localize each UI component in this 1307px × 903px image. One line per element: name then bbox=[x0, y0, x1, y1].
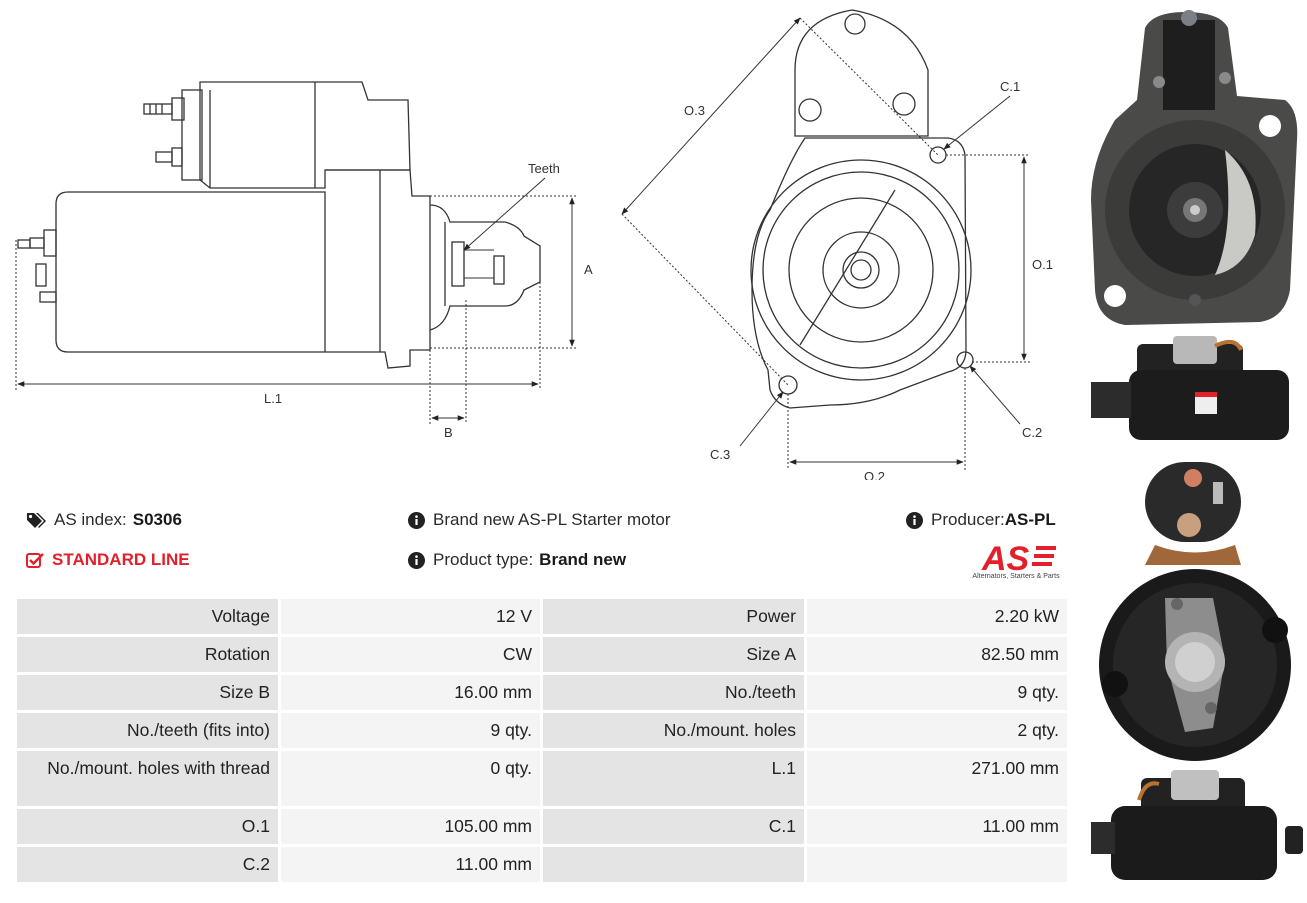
checkbox-checked-icon bbox=[26, 553, 44, 568]
front-view-drawing bbox=[750, 9, 974, 409]
product-photos bbox=[1085, 0, 1307, 898]
spec-label: Rotation bbox=[17, 637, 278, 672]
spec-label: C.2 bbox=[17, 847, 278, 882]
as-index: AS index: S0306 bbox=[26, 510, 182, 530]
table-row: No./teeth (fits into) 9 qty. No./mount. … bbox=[17, 713, 1067, 748]
info-icon bbox=[408, 551, 425, 569]
spec-label: L.1 bbox=[543, 751, 804, 806]
spec-label: No./teeth (fits into) bbox=[17, 713, 278, 748]
label-c3: C.3 bbox=[710, 447, 730, 462]
description-text: Brand new AS-PL Starter motor bbox=[433, 510, 671, 529]
photo-flange-front bbox=[1091, 10, 1298, 325]
spec-label: Power bbox=[543, 599, 804, 634]
photo-rear-view bbox=[1099, 462, 1291, 761]
label-teeth: Teeth bbox=[528, 161, 560, 176]
spec-label bbox=[543, 847, 804, 882]
spec-label: Size A bbox=[543, 637, 804, 672]
specifications-table: Voltage 12 V Power 2.20 kW Rotation CW S… bbox=[14, 596, 1070, 885]
table-row: No./mount. holes with thread 0 qty. L.1 … bbox=[17, 751, 1067, 806]
as-index-value: S0306 bbox=[132, 510, 182, 529]
spec-value: 9 qty. bbox=[281, 713, 540, 748]
product-description: Brand new AS-PL Starter motor bbox=[408, 510, 670, 530]
product-type-value: Brand new bbox=[539, 550, 627, 569]
label-c2: C.2 bbox=[1022, 425, 1042, 440]
label-l1: L.1 bbox=[264, 391, 282, 406]
photo-side-view-bottom bbox=[1091, 770, 1303, 880]
svg-text:AS: AS bbox=[981, 540, 1030, 574]
as-pl-logo: AS Alternators, Starters & Parts bbox=[962, 540, 1070, 582]
product-info: AS index: S0306 STANDARD LINE Brand new … bbox=[0, 500, 1085, 590]
side-view-drawing bbox=[17, 81, 541, 369]
producer-value: AS-PL bbox=[1004, 510, 1056, 529]
technical-drawings: Teeth A L.1 B O.3 C.1 O.1 C.2 bbox=[0, 0, 1085, 484]
spec-value: 12 V bbox=[281, 599, 540, 634]
producer: Producer: AS-PL bbox=[906, 510, 1056, 530]
spec-value: 9 qty. bbox=[807, 675, 1067, 710]
spec-value: 16.00 mm bbox=[281, 675, 540, 710]
info-icon bbox=[408, 511, 425, 529]
producer-label: Producer: bbox=[931, 510, 1005, 529]
side-view-dimensions bbox=[15, 177, 578, 424]
label-o2: O.2 bbox=[864, 469, 885, 480]
product-type-label: Product type: bbox=[433, 550, 534, 569]
spec-value: 11.00 mm bbox=[281, 847, 540, 882]
spec-value: 0 qty. bbox=[281, 751, 540, 806]
spec-label: Voltage bbox=[17, 599, 278, 634]
table-row: Size B 16.00 mm No./teeth 9 qty. bbox=[17, 675, 1067, 710]
drawing-canvas: Teeth A L.1 B O.3 C.1 O.1 C.2 bbox=[15, 9, 1053, 484]
product-line: STANDARD LINE bbox=[26, 550, 190, 570]
product-type: Product type: Brand new bbox=[408, 550, 626, 570]
table-row: C.2 11.00 mm bbox=[17, 847, 1067, 882]
table-row: Rotation CW Size A 82.50 mm bbox=[17, 637, 1067, 672]
standard-line-label: STANDARD LINE bbox=[52, 550, 190, 569]
logo-tagline: Alternators, Starters & Parts bbox=[972, 573, 1060, 580]
spec-value: 105.00 mm bbox=[281, 809, 540, 844]
spec-label: Size B bbox=[17, 675, 278, 710]
spec-value bbox=[807, 847, 1067, 882]
label-o1: O.1 bbox=[1032, 257, 1053, 272]
table-row: O.1 105.00 mm C.1 11.00 mm bbox=[17, 809, 1067, 844]
spec-value: 2.20 kW bbox=[807, 599, 1067, 634]
spec-label: No./mount. holes bbox=[543, 713, 804, 748]
label-o3: O.3 bbox=[684, 103, 705, 118]
as-logo-mark: AS bbox=[981, 540, 1056, 578]
info-icon bbox=[906, 511, 923, 529]
as-index-label: AS index: bbox=[54, 510, 127, 529]
table-row: Voltage 12 V Power 2.20 kW bbox=[17, 599, 1067, 634]
spec-label: O.1 bbox=[17, 809, 278, 844]
spec-value: 271.00 mm bbox=[807, 751, 1067, 806]
spec-value: 11.00 mm bbox=[807, 809, 1067, 844]
label-a: A bbox=[584, 262, 593, 277]
spec-label: No./mount. holes with thread bbox=[17, 751, 278, 806]
spec-value: 82.50 mm bbox=[807, 637, 1067, 672]
spec-label: C.1 bbox=[543, 809, 804, 844]
spec-value: CW bbox=[281, 637, 540, 672]
tags-icon bbox=[27, 513, 46, 528]
spec-value: 2 qty. bbox=[807, 713, 1067, 748]
spec-label: No./teeth bbox=[543, 675, 804, 710]
photo-side-view bbox=[1091, 336, 1289, 440]
label-c1: C.1 bbox=[1000, 79, 1020, 94]
front-view-dimensions bbox=[621, 17, 1030, 470]
label-b: B bbox=[444, 425, 453, 440]
